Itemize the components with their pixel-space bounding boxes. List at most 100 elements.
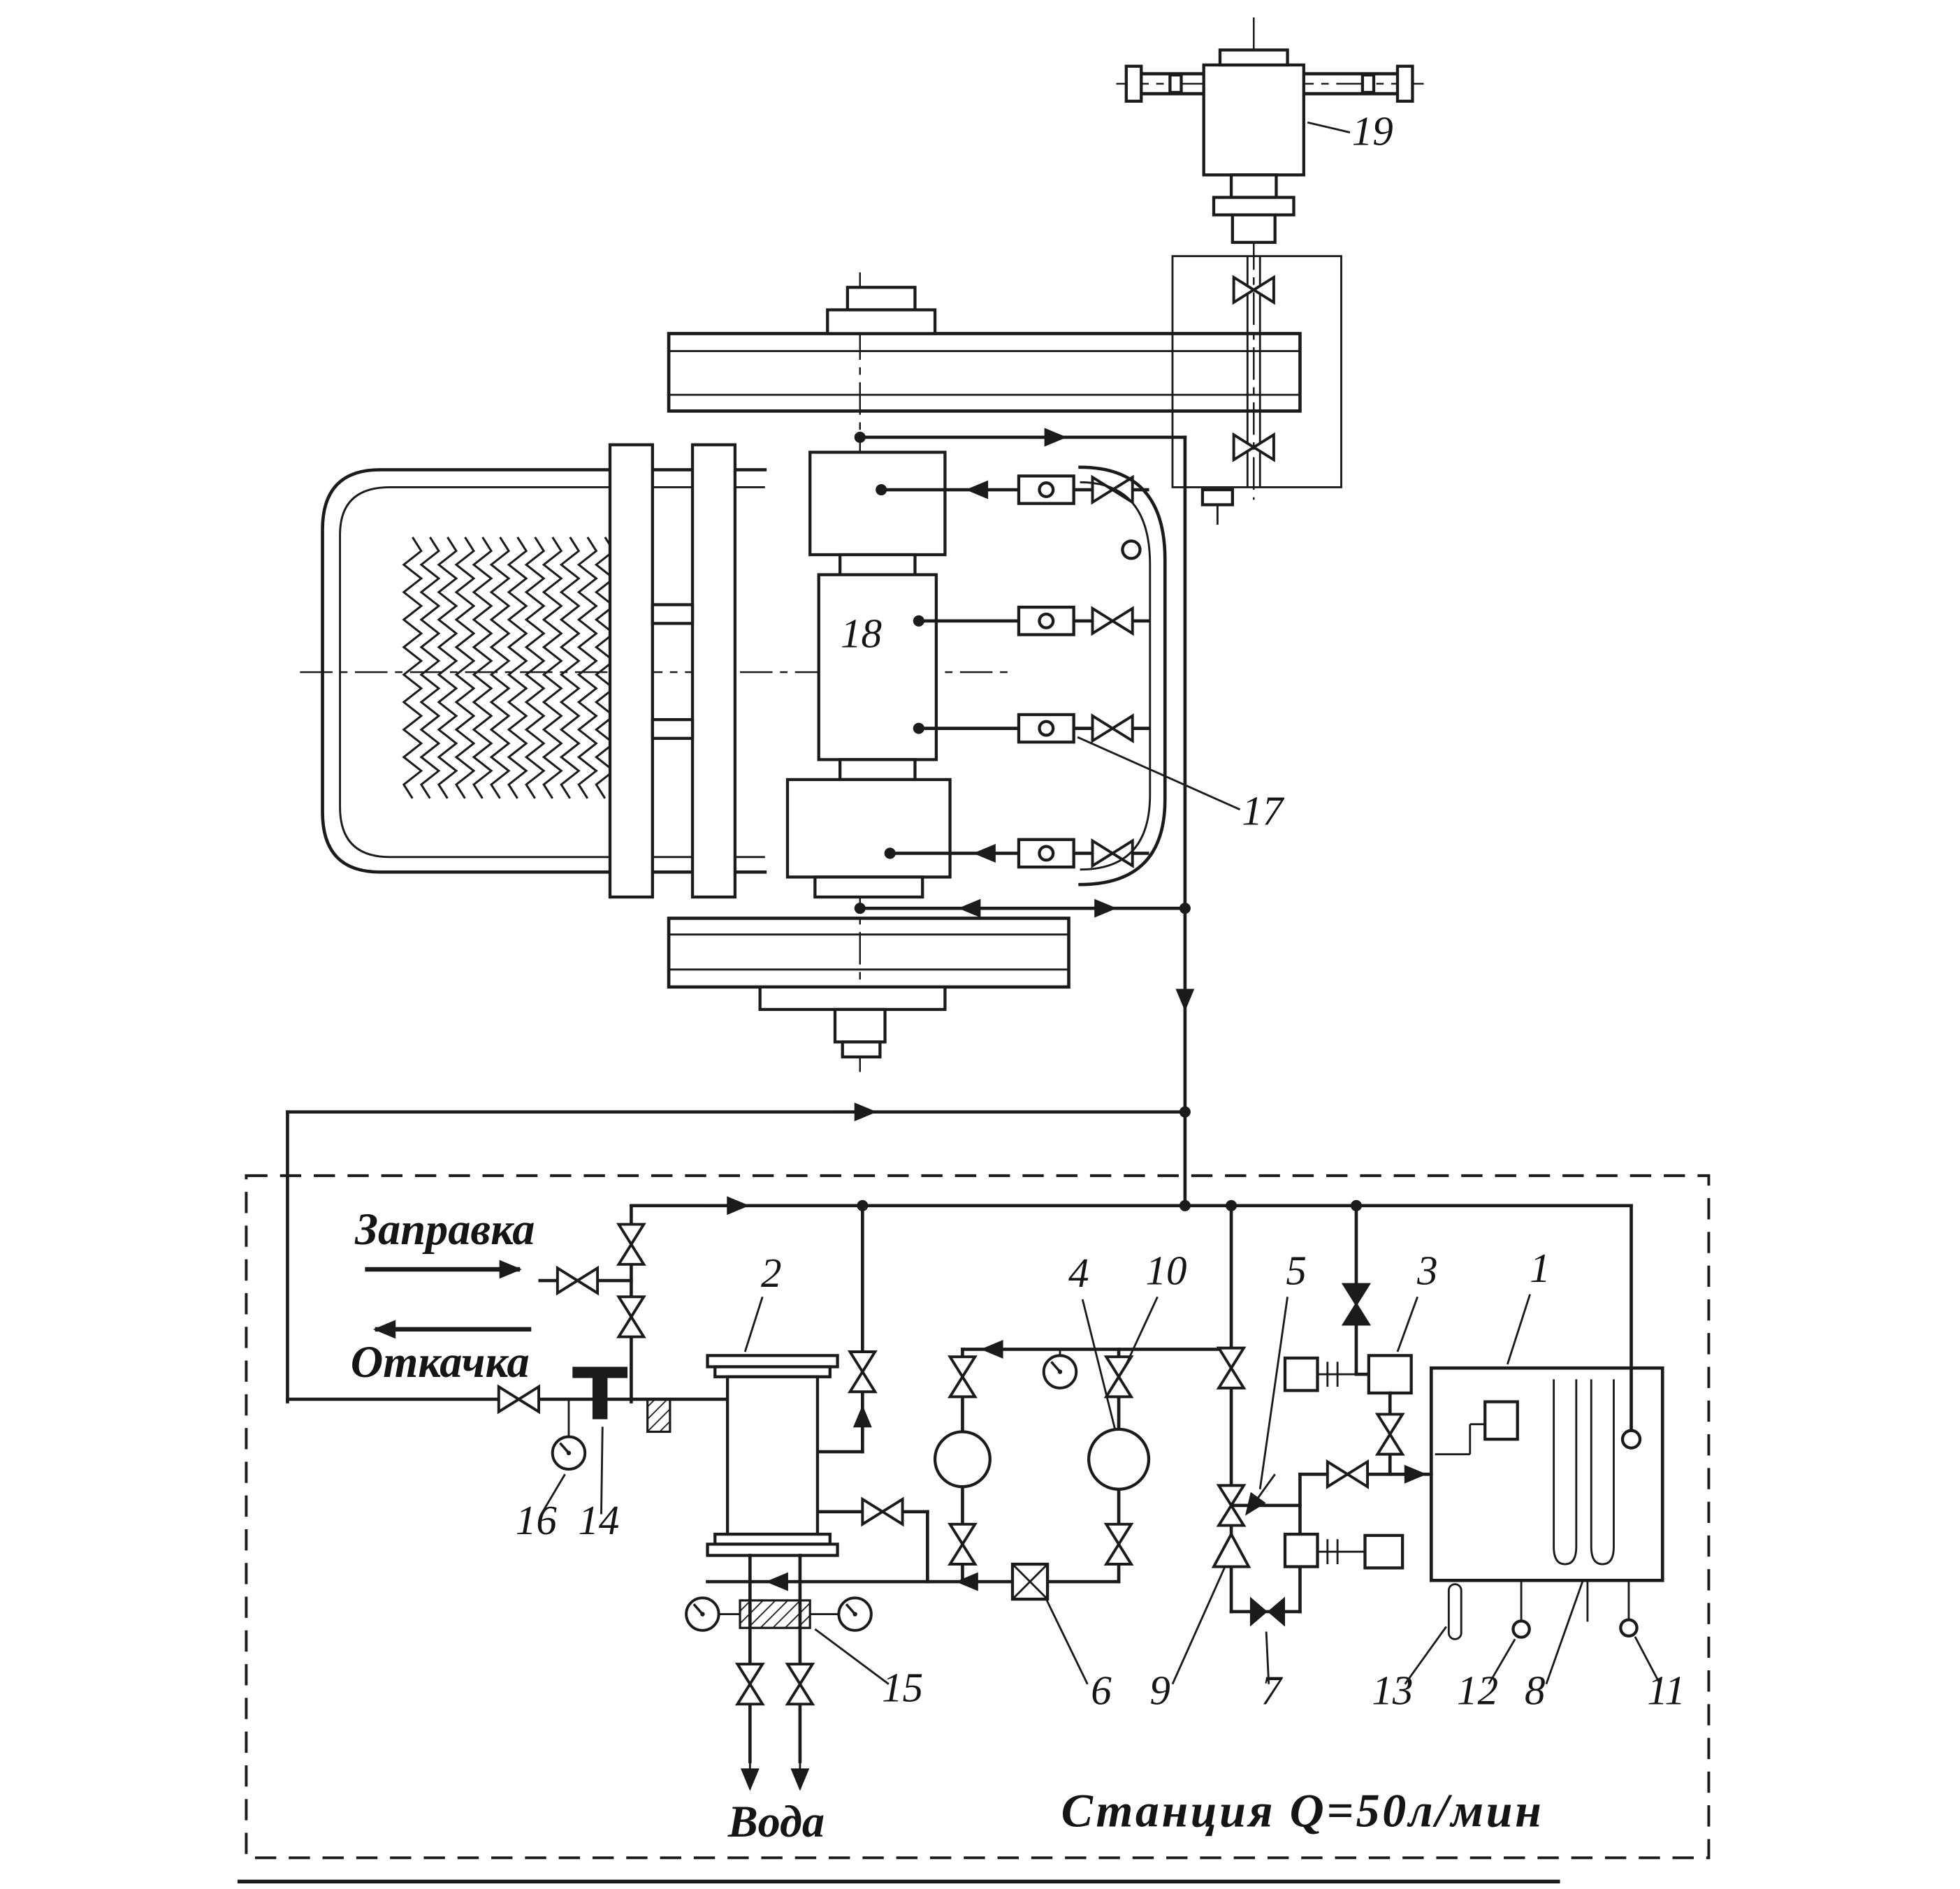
leader-11 (1634, 1636, 1661, 1685)
label-5: 5 (1286, 1247, 1307, 1293)
upper-beam (667, 286, 1302, 413)
valve-icon (848, 1350, 877, 1394)
label-14: 14 (578, 1497, 619, 1543)
leader-19 (1307, 121, 1351, 133)
gauge-16-icon (551, 1435, 587, 1471)
leader-6 (1044, 1596, 1089, 1685)
gauge-icon (837, 1596, 873, 1632)
gauge-icon (685, 1596, 720, 1632)
piston-column-18: 18 (785, 451, 952, 899)
label-6: 6 (1091, 1667, 1112, 1713)
leader-17 (1077, 736, 1241, 811)
leader-3 (1396, 1296, 1418, 1352)
label-drain: Откачка (351, 1337, 530, 1387)
pilot-valve-3 (1283, 1354, 1413, 1395)
cooling-fins (402, 536, 615, 800)
leader-1 (1507, 1294, 1531, 1365)
valve-icon (1376, 1413, 1404, 1456)
label-19: 19 (1352, 108, 1393, 154)
label-2: 2 (761, 1250, 782, 1296)
header-line (630, 1196, 1633, 1216)
label-1: 1 (1530, 1245, 1551, 1291)
pump-icon (1087, 1427, 1151, 1491)
label-10: 10 (1146, 1247, 1187, 1293)
label-18: 18 (841, 610, 882, 656)
gear-frame (1171, 255, 1342, 525)
leader-13 (1404, 1626, 1447, 1685)
station-title: Станция Q=50л/мин (1061, 1784, 1544, 1837)
label-8: 8 (1525, 1667, 1546, 1713)
label-13: 13 (1372, 1667, 1413, 1713)
leader-4 (1081, 1299, 1117, 1430)
leader-2 (743, 1296, 764, 1352)
station-border (245, 1174, 1711, 1860)
gauge-icon (1042, 1354, 1078, 1390)
leader-12 (1488, 1638, 1516, 1685)
gland-cross-icon (1232, 433, 1275, 462)
label-17: 17 (1242, 787, 1285, 833)
pump-group: 4 10 (933, 1247, 1233, 1584)
label-15: 15 (882, 1665, 923, 1711)
valve-icon (948, 1355, 977, 1399)
oil-tank-1: 1 13 12 8 11 (1372, 1204, 1685, 1713)
fill-drain-manifold: Заправка Откачка (351, 1204, 646, 1403)
relief-valve-7-icon (1249, 1596, 1285, 1627)
collector-pipe (1078, 465, 1167, 887)
valve-icon (861, 1498, 904, 1526)
leader-7 (1265, 1631, 1270, 1684)
filter-6 (1010, 1562, 1050, 1601)
valve-icon (736, 1663, 764, 1706)
valve-icon (617, 1295, 646, 1339)
valve-icon (1326, 1460, 1370, 1489)
machine-body (321, 443, 767, 899)
label-7: 7 (1261, 1667, 1284, 1713)
heat-exchanger-2: 2 (706, 1250, 839, 1557)
valve-icon (948, 1522, 977, 1566)
shutoff-valve-icon (1342, 1283, 1370, 1326)
valve-icon (786, 1663, 814, 1706)
label-16: 16 (516, 1497, 558, 1543)
check-valve-9-icon (1211, 1531, 1251, 1568)
leader-5 (1258, 1297, 1288, 1489)
valve-icon (497, 1385, 540, 1413)
strainer-icon (646, 1398, 672, 1434)
lube-row-3 (913, 713, 1149, 744)
label-water: Вода (727, 1797, 825, 1846)
label-4: 4 (1068, 1250, 1089, 1296)
suction-line: 16 14 (286, 1366, 729, 1543)
lube-row-2 (913, 605, 1149, 636)
machine-piping (286, 428, 1195, 1403)
pump-icon (933, 1430, 992, 1489)
water-filter-icon (739, 1599, 811, 1629)
valve-icon (1091, 476, 1134, 504)
lube-row-4 (884, 838, 1149, 869)
valve-icon (617, 1223, 646, 1266)
lubrication-station: Заправка Откачка 16 14 (245, 1174, 1711, 1860)
tap-14 (572, 1366, 628, 1420)
machine-assembly: 18 (286, 17, 1425, 1403)
valve-icon (1091, 839, 1134, 868)
valve-icon (556, 1267, 600, 1294)
valve-icon (1217, 1346, 1245, 1390)
label-fill: Заправка (354, 1204, 535, 1254)
tube-11 (1619, 1580, 1639, 1638)
leader-14 (600, 1427, 604, 1515)
label-12: 12 (1457, 1667, 1498, 1713)
return-line: 6 (706, 1498, 1121, 1713)
thermometer-13 (1447, 1583, 1462, 1640)
water-cooling-group: Вода 15 (685, 1554, 923, 1846)
valve-icon (1091, 606, 1134, 635)
valve-icon (1105, 1522, 1133, 1566)
label-3: 3 (1416, 1247, 1438, 1293)
lube-row-1 (876, 474, 1149, 505)
leader-15 (814, 1628, 890, 1685)
exchanger-branch (818, 1204, 877, 1454)
leader-8 (1545, 1581, 1584, 1685)
drain-12 (1511, 1580, 1531, 1639)
leader-10 (1125, 1296, 1159, 1365)
label-9: 9 (1149, 1667, 1170, 1713)
leader-16 (540, 1473, 566, 1515)
level-switch (1435, 1400, 1519, 1456)
accumulator-bottom (1283, 1532, 1404, 1570)
